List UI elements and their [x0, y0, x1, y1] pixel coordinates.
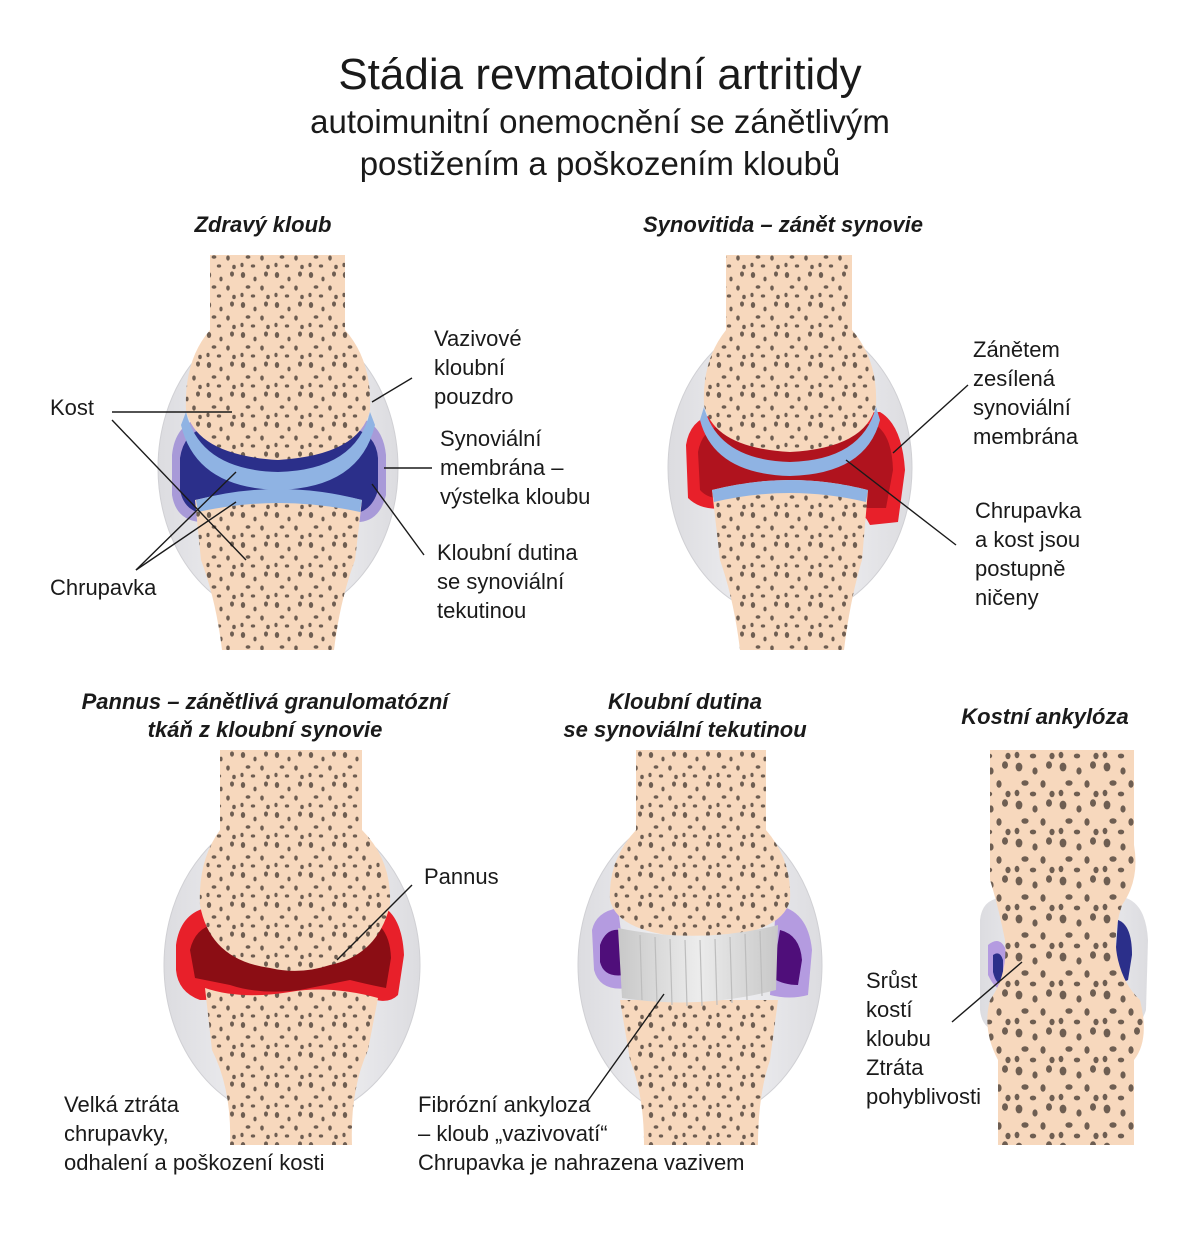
label-bone-fusion: Srůst kostí kloubu Ztráta pohyblivosti	[866, 968, 981, 1109]
label-membrane: Synoviální membrána – výstelka kloubu	[440, 426, 591, 509]
label-pannus: Pannus	[424, 864, 499, 889]
label-thickened-membrane: Zánětem zesílená synoviální membrána	[973, 337, 1079, 449]
healthy-joint	[157, 255, 399, 650]
synovitis-joint	[667, 255, 913, 650]
bony-joint	[980, 750, 1148, 1145]
heading-pannus-1: Pannus – zánětlivá granulomatózní	[81, 689, 449, 714]
heading-fibrous-2: se synoviální tekutinou	[563, 717, 807, 742]
label-cartilage-loss: Velká ztráta chrupavky, odhalení a poško…	[64, 1092, 325, 1175]
heading-pannus-2: tkáň z kloubní synovie	[147, 717, 383, 742]
heading-healthy: Zdravý kloub	[194, 212, 332, 237]
label-cartilage: Chrupavka	[50, 575, 157, 600]
label-capsule: Vazivové kloubní pouzdro	[434, 326, 522, 409]
heading-synovitis: Synovitida – zánět synovie	[643, 212, 923, 237]
label-bone: Kost	[50, 395, 95, 420]
label-cavity: Kloubní dutina se synoviální tekutinou	[437, 540, 578, 623]
heading-bony: Kostní ankylóza	[961, 704, 1129, 729]
page-title: Stádia revmatoidní artritidy	[338, 50, 862, 99]
heading-fibrous-1: Kloubní dutina	[608, 689, 762, 714]
leader-lines	[111, 377, 1023, 1103]
subtitle-line-2: postižením a poškozením kloubů	[359, 145, 841, 182]
label-fibrous-ankylosis: Fibrózní ankyloza – kloub „vazivovatí“ C…	[418, 1092, 745, 1175]
subtitle-line-1: autoimunitní onemocnění se zánětlivým	[310, 103, 890, 140]
label-destroyed: Chrupavka a kost jsou postupně ničeny	[975, 498, 1082, 610]
pannus-joint	[163, 750, 421, 1145]
fibrous-joint	[577, 750, 823, 1145]
